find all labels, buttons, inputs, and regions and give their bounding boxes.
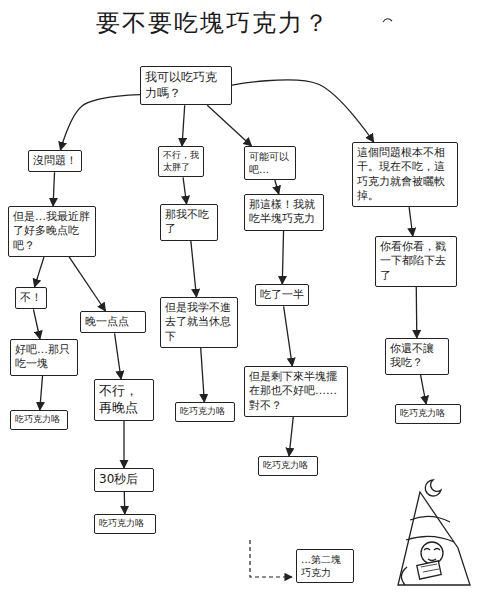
flow-arrow	[33, 309, 40, 339]
process-box: 你看你看，戳一下都陷下去了	[375, 236, 457, 287]
flow-arrow	[232, 80, 374, 142]
flow-arrow	[124, 492, 126, 514]
box-text: 吃巧克力咯	[400, 408, 456, 420]
flow-arrow	[289, 417, 293, 456]
flow-arrow	[60, 95, 140, 150]
flow-arrow	[275, 180, 279, 194]
process-box: 好吧…那只吃一塊	[10, 339, 78, 376]
process-box: 你還不讓我吃？	[385, 338, 449, 375]
flow-arrow	[40, 376, 43, 410]
process-box: 沒問題！	[28, 150, 82, 172]
box-text: 那我不吃了	[165, 208, 213, 237]
flow-arrow	[182, 105, 185, 146]
process-box: 晚一点点	[80, 311, 146, 333]
box-text: 那這樣！我就吃半塊巧克力	[249, 198, 319, 227]
process-box: 但是…我最近胖了好多晚点吃吧？	[8, 206, 96, 257]
flow-arrow	[69, 257, 105, 311]
box-text: 你看你看，戳一下都陷下去了	[380, 240, 452, 283]
box-text: 晚一点点	[85, 315, 141, 329]
box-text: 我可以吃巧克力嗎？	[145, 70, 227, 101]
flow-arrow	[282, 231, 283, 284]
box-text: 你還不讓我吃？	[390, 342, 444, 371]
process-box: 那這樣！我就吃半塊巧克力	[244, 194, 324, 231]
flow-arrow	[123, 421, 124, 468]
process-box: 但是我学不進去了就当休息下	[160, 297, 238, 348]
title-doodle	[383, 19, 392, 22]
box-text: 吃了一半	[260, 288, 304, 302]
process-box: 吃巧克力咯	[94, 514, 156, 534]
box-text: 吃巧克力咯	[263, 460, 313, 472]
girl-illustration	[398, 480, 470, 585]
box-text: 可能可以吧…	[249, 150, 291, 176]
box-text: 這個問題根本不相干。現在不吃，這巧克力就會被曬軟掉。	[357, 146, 453, 203]
process-box: 可能可以吧…	[244, 146, 296, 180]
flow-arrow	[53, 172, 54, 206]
box-text: 不行，再晚点	[99, 383, 149, 417]
flow-arrow	[409, 207, 413, 236]
box-text: 不行，我太胖了	[163, 150, 199, 173]
process-box: 那我不吃了	[160, 204, 218, 241]
process-box: 吃巧克力咯	[10, 410, 68, 430]
process-box: 吃了一半	[255, 284, 309, 306]
dashed-leader	[250, 540, 292, 577]
process-box: 吃巧克力咯	[395, 404, 461, 424]
process-box: …第二塊巧克力	[296, 549, 354, 583]
diagram-title: 要不要吃塊巧克力？	[96, 8, 330, 38]
box-text: 吃巧克力咯	[15, 414, 63, 426]
flow-arrow	[284, 306, 293, 366]
box-text: 但是…我最近胖了好多晚点吃吧？	[13, 210, 91, 253]
flow-arrow	[35, 257, 44, 287]
flow-arrow	[207, 105, 251, 146]
box-text: 但是剩下來半塊擺在那也不好吧……對不？	[249, 370, 343, 413]
box-text: 吃巧克力咯	[180, 406, 230, 418]
flow-arrow	[420, 375, 426, 404]
flow-arrow	[115, 333, 121, 379]
flow-arrow	[201, 348, 205, 402]
process-box: 但是剩下來半塊擺在那也不好吧……對不？	[244, 366, 348, 417]
flow-arrow	[183, 177, 187, 204]
box-text: 不！	[20, 291, 42, 305]
box-text: 沒問題！	[33, 154, 77, 168]
process-box: 這個問題根本不相干。現在不吃，這巧克力就會被曬軟掉。	[352, 142, 458, 207]
process-box: 吃巧克力咯	[258, 456, 318, 476]
process-box: 我可以吃巧克力嗎？	[140, 66, 232, 105]
process-box: 吃巧克力咯	[175, 402, 235, 422]
process-box: 30秒后	[94, 468, 154, 492]
box-text: 吃巧克力咯	[99, 518, 151, 530]
process-box: 不！	[15, 287, 47, 309]
box-text: 30秒后	[99, 472, 149, 488]
process-box: 不行，我太胖了	[158, 146, 204, 177]
box-text: 但是我学不進去了就当休息下	[165, 301, 233, 344]
box-text: …第二塊巧克力	[301, 553, 349, 579]
flow-arrow	[191, 241, 197, 297]
flow-arrow	[416, 287, 418, 338]
process-box: 不行，再晚点	[94, 379, 154, 421]
box-text: 好吧…那只吃一塊	[15, 343, 73, 372]
